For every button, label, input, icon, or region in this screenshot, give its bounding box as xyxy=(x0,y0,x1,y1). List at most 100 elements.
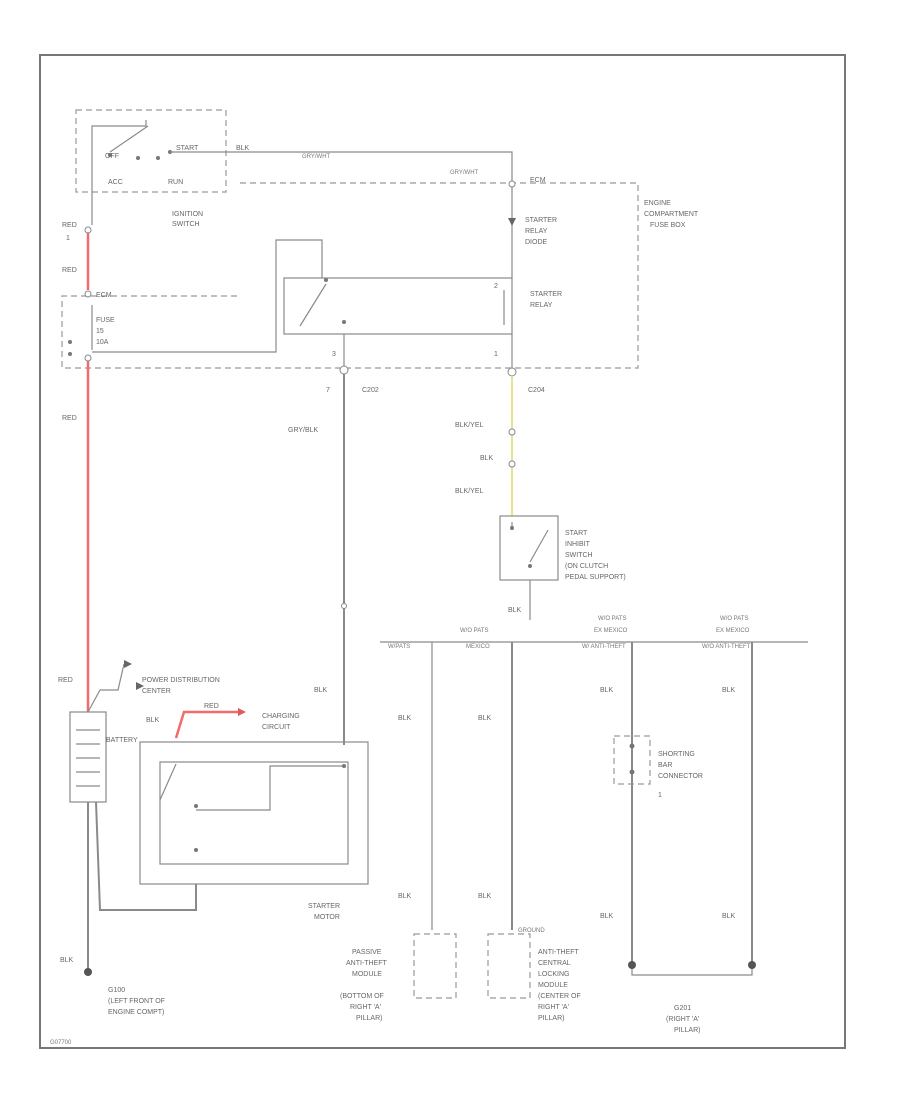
label-atcl-3: LOCKING xyxy=(538,971,570,978)
label-ignition-switch-1: IGNITION xyxy=(172,211,203,218)
label-gry-blk: GRY/BLK xyxy=(288,427,319,434)
label-b3a: W/O PATS xyxy=(598,616,626,622)
starter-relay-diode xyxy=(508,218,516,226)
label-g100-1: G100 xyxy=(108,987,125,994)
label-g100-2: (LEFT FRONT OF xyxy=(108,998,165,1005)
label-b4b: EX MEXICO xyxy=(716,628,750,634)
label-red-bat: RED xyxy=(58,677,73,684)
label-ecf-1: ENGINE xyxy=(644,200,671,207)
battery-negative-wire xyxy=(95,801,197,911)
label-acc: ACC xyxy=(108,179,123,186)
label-g100-3: ENGINE COMPT) xyxy=(108,1009,164,1016)
label-sbc-2: BAR xyxy=(658,762,672,769)
ignition-feed-wire xyxy=(91,120,147,225)
label-patm-3: MODULE xyxy=(352,971,382,978)
label-sis-3: SWITCH xyxy=(565,552,593,559)
label-blk-col3b: BLK xyxy=(600,913,614,920)
label-b4a: W/O PATS xyxy=(720,616,748,622)
diagram-frame xyxy=(39,54,846,1049)
label-sbc-1: SHORTING xyxy=(658,751,695,758)
label-sis-1: START xyxy=(565,530,588,537)
label-sr-2: RELAY xyxy=(530,302,553,309)
label-blk-yel-2: BLK/YEL xyxy=(455,488,484,495)
label-ground: GROUND xyxy=(518,928,545,934)
label-b2b: MEXICO xyxy=(466,644,490,650)
label-ecm-left: ECM xyxy=(96,292,112,299)
label-run: RUN xyxy=(168,179,183,186)
label-ignition-switch-2: SWITCH xyxy=(172,221,200,228)
label-atcl-4: MODULE xyxy=(538,982,568,989)
label-blk-col4a: BLK xyxy=(722,687,736,694)
pin-1-sbc: 1 xyxy=(658,792,662,799)
label-blk-col3a: BLK xyxy=(600,687,614,694)
label-sm-1: STARTER xyxy=(308,903,340,910)
label-ecf-3: FUSE BOX xyxy=(650,222,686,229)
label-fuse-3: 10A xyxy=(96,339,109,346)
label-blk-col4b: BLK xyxy=(722,913,736,920)
pin-1-ign: 1 xyxy=(66,235,70,242)
ground-icon xyxy=(628,961,636,969)
anti-theft-central-locking-module xyxy=(487,933,531,999)
label-b2a: W/O PATS xyxy=(460,628,488,634)
battery xyxy=(69,711,107,803)
label-red-top: RED xyxy=(62,222,77,229)
start-inhibit-contact xyxy=(529,529,549,563)
label-blk-sm: BLK xyxy=(314,687,328,694)
label-srd-3: DIODE xyxy=(525,239,548,246)
label-c204: C204 xyxy=(528,387,545,394)
fuse-to-relay-wire xyxy=(92,239,323,353)
label-srd-1: STARTER xyxy=(525,217,557,224)
label-g201-2: (RIGHT 'A' xyxy=(666,1016,699,1023)
label-atcl-5: (CENTER OF xyxy=(538,993,581,1000)
arrow-icon xyxy=(238,708,246,716)
label-sm-2: MOTOR xyxy=(314,914,340,921)
charging-circuit-wire xyxy=(174,710,238,739)
pin-3-relay: 3 xyxy=(332,351,336,358)
label-gry-wht-top: GRY/WHT xyxy=(302,154,331,160)
ignition-switch-box xyxy=(75,109,227,193)
label-patm-2: ANTI-THEFT xyxy=(346,960,388,967)
label-battery: BATTERY xyxy=(106,737,138,744)
label-blk-col2a: BLK xyxy=(478,715,492,722)
label-atcl-1: ANTI-THEFT xyxy=(538,949,580,956)
label-b1: W/PATS xyxy=(388,644,410,650)
pdc-wire xyxy=(87,663,125,713)
connector-c204 xyxy=(507,367,517,377)
g201-bus xyxy=(631,965,753,976)
label-start: START xyxy=(176,145,199,152)
label-gry-wht-fuse: GRY/WHT xyxy=(450,170,479,176)
starter-relay-box xyxy=(283,277,513,335)
label-cc-2: CIRCUIT xyxy=(262,724,291,731)
label-blk-top: BLK xyxy=(236,145,250,152)
label-sbc-3: CONNECTOR xyxy=(658,773,703,780)
label-patm-5: RIGHT 'A' xyxy=(350,1004,381,1011)
shorting-bar-connector xyxy=(613,735,651,785)
label-atcl-6: RIGHT 'A' xyxy=(538,1004,569,1011)
arrow-icon xyxy=(136,682,144,690)
label-blk-yel-1: BLK/YEL xyxy=(455,422,484,429)
solenoid-wire xyxy=(196,765,344,811)
label-pd-1: POWER DISTRIBUTION xyxy=(142,677,220,684)
start-wire xyxy=(170,151,513,180)
label-blk-sis: BLK xyxy=(508,607,522,614)
label-atcl-7: PILLAR) xyxy=(538,1015,564,1022)
label-blk-mid: BLK xyxy=(480,455,494,462)
label-sr-1: STARTER xyxy=(530,291,562,298)
label-sis-2: INHIBIT xyxy=(565,541,591,548)
pin-2-relay: 2 xyxy=(494,283,498,290)
arrow-icon xyxy=(124,660,132,668)
label-atcl-2: CENTRAL xyxy=(538,960,571,967)
label-red-3: RED xyxy=(62,415,77,422)
starter-relay-contact xyxy=(299,283,327,327)
label-red-2: RED xyxy=(62,267,77,274)
ground-icon xyxy=(748,961,756,969)
label-blk-col2b: BLK xyxy=(478,893,492,900)
start-inhibit-switch xyxy=(499,515,559,581)
label-fuse-1: FUSE xyxy=(96,317,115,324)
label-blk-bat: BLK xyxy=(146,717,160,724)
label-ecf-2: COMPARTMENT xyxy=(644,211,699,218)
label-b3b: EX MEXICO xyxy=(594,628,628,634)
label-patm-4: (BOTTOM OF xyxy=(340,993,384,1000)
label-g201-3: PILLAR) xyxy=(674,1027,700,1034)
